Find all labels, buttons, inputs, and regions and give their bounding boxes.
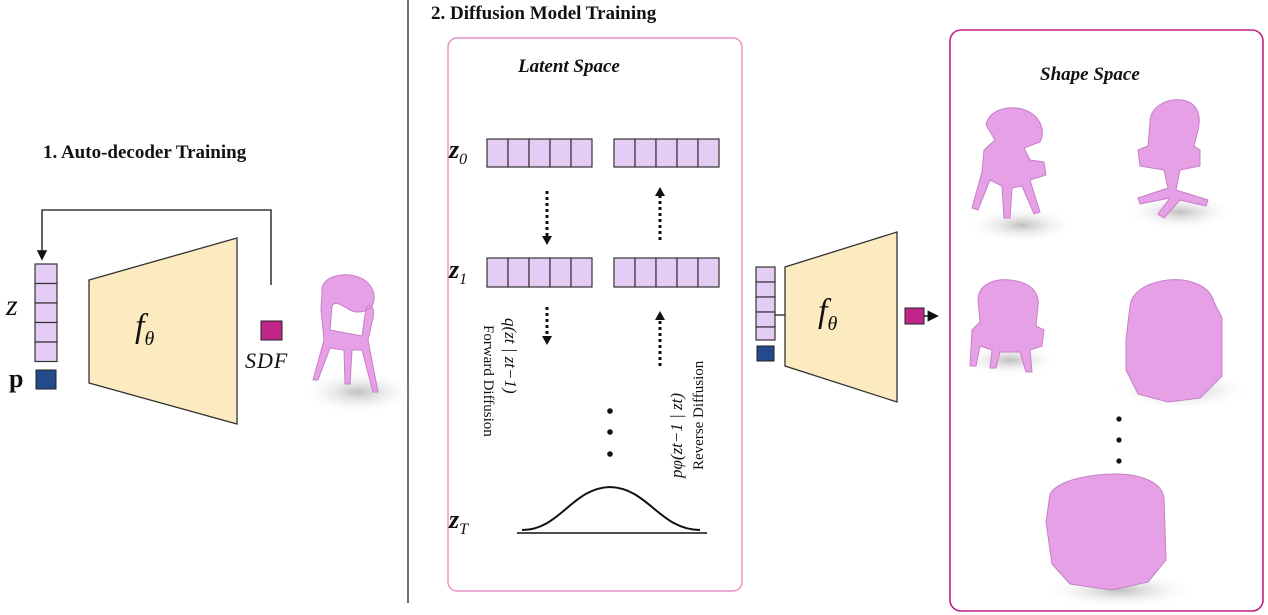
z-symbol: z [6, 289, 18, 322]
f-theta-label-2: fθ [818, 293, 838, 335]
autodecoder-title: 1. Auto-decoder Training [43, 142, 247, 163]
f-theta-label: fθ [135, 308, 155, 350]
shape-space-panel [949, 29, 1264, 612]
chair-image-autodecoder [300, 274, 416, 414]
decoder-trapezoid [88, 237, 238, 425]
p-position-block [35, 369, 57, 390]
z-latent-vector [34, 263, 58, 363]
latent-vector-z0-right [613, 138, 720, 168]
chair-image-3 [960, 279, 1060, 376]
z0-label: z0 [449, 135, 468, 169]
latent-space-panel [447, 37, 743, 592]
chair-image-2 [1125, 99, 1235, 230]
zT-label: zT [449, 505, 469, 539]
latent-vector-z0-left [486, 138, 593, 168]
reverse-diffusion-label: Reverse Diffusion [691, 360, 707, 470]
diffusion-title: 2. Diffusion Model Training [431, 3, 657, 24]
forward-diffusion-label: Forward Diffusion [480, 325, 496, 437]
reverse-equation: pφ(zt−1 | zt) [667, 392, 686, 478]
sdf-block [260, 320, 283, 341]
ellipsis-shapes [1116, 416, 1122, 464]
chair-image-1 [967, 107, 1077, 243]
decoder-position-block [756, 345, 775, 362]
latent-vector-z1-right [613, 257, 720, 288]
sdf-block-2 [904, 307, 925, 325]
decoder-trapezoid-2 [784, 231, 898, 403]
decoder-latent-vector [755, 266, 776, 341]
latent-space-title: Latent Space [518, 56, 620, 77]
z1-label: z1 [449, 255, 468, 289]
gaussian-curve [517, 485, 707, 534]
ellipsis-latent [607, 408, 613, 457]
latent-vector-z1-left [486, 257, 593, 288]
chair-image-4 [1112, 279, 1252, 410]
forward-equation: q(zt | zt−1) [501, 318, 520, 394]
shape-space-title: Shape Space [1040, 64, 1140, 85]
p-symbol: p [9, 364, 24, 393]
feedback-arrow [36, 209, 272, 285]
sdf-label: SDF [245, 348, 289, 373]
chair-image-5 [1040, 473, 1200, 608]
